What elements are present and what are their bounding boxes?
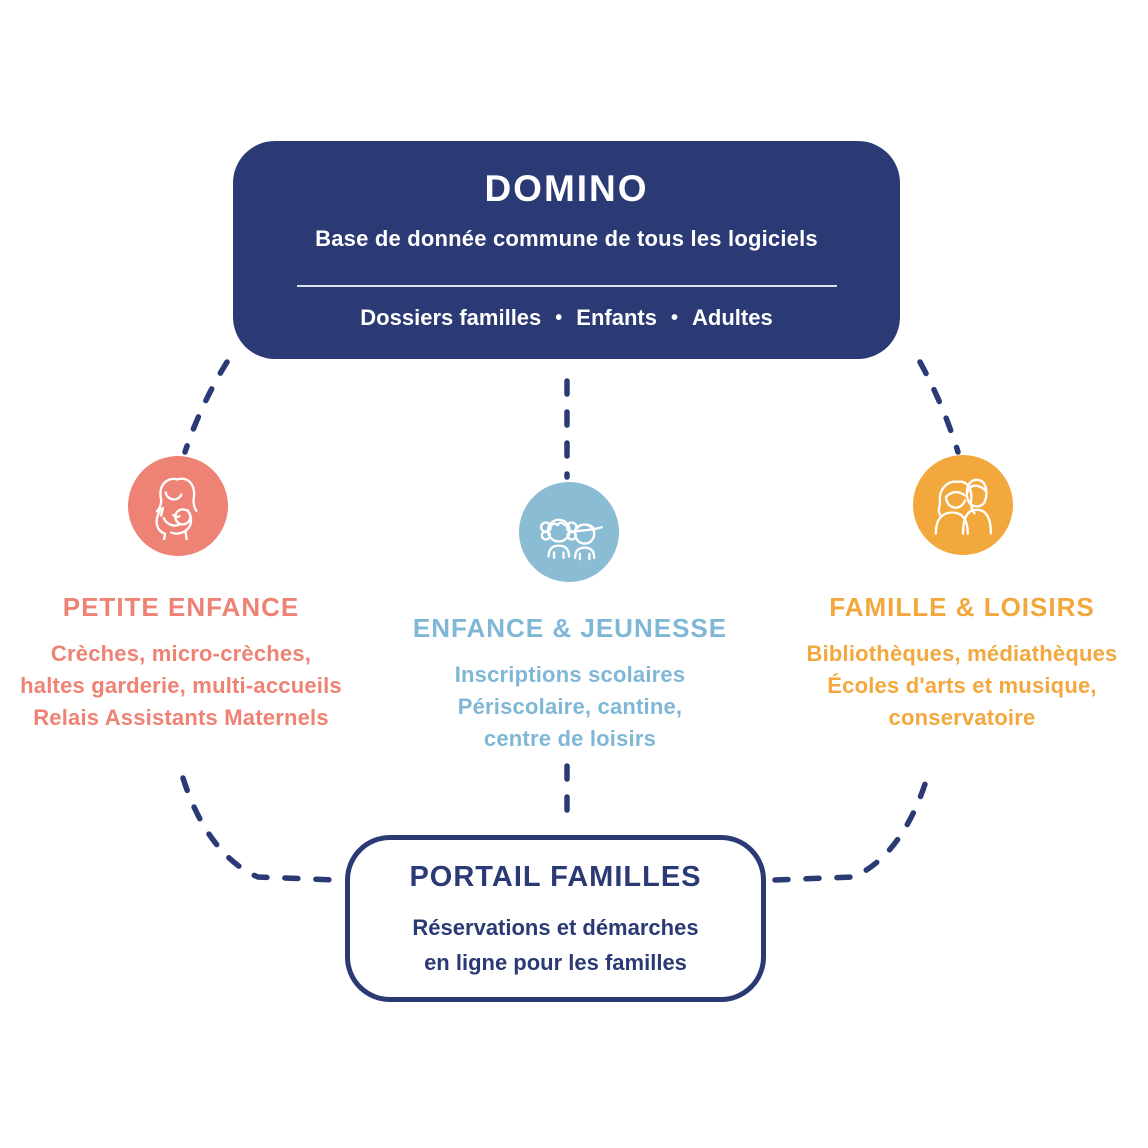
description-line: Périscolaire, cantine, [457,694,683,719]
description-line: en ligne pour les familles [424,950,687,975]
domino-subtitle: Base de donnée commune de tous les logic… [315,226,818,251]
famille-loisirs-description: Bibliothèques, médiathèques Écoles d'art… [792,638,1132,734]
domino-item-enfants: Enfants [576,305,657,330]
domino-items: Dossiers familles • Enfants • Adultes [233,303,900,333]
bullet-separator: • [555,307,563,329]
description-line: Bibliothèques, médiathèques [806,641,1118,666]
description-line: Inscriptions scolaires [454,662,686,687]
connector-domino-to-petite-enfance [182,359,230,455]
enfance-jeunesse-section: ENFANCE & JEUNESSE Inscriptions scolaire… [400,613,740,755]
domino-divider [296,285,837,287]
portail-familles-description: Réservations et démarches en ligne pour … [350,910,761,980]
bullet-separator: • [670,307,678,329]
domino-item-dossiers-familles: Dossiers familles [360,305,542,330]
portail-familles-box: PORTAIL FAMILLES Réservations et démarch… [345,835,766,1002]
enfance-jeunesse-circle [519,482,619,582]
domino-title: DOMINO [484,168,649,209]
connector-domino-to-famille-loisirs [917,359,961,455]
description-line: haltes garderie, multi-accueils [20,673,342,698]
famille-loisirs-title: FAMILLE & LOISIRS [829,592,1095,622]
famille-loisirs-section: FAMILLE & LOISIRS Bibliothèques, médiath… [792,592,1132,734]
petite-enfance-section: PETITE ENFANCE Crèches, micro-crèches, h… [11,592,351,734]
petite-enfance-circle [128,456,228,556]
description-line: Crèches, micro-crèches, [50,641,312,666]
connector-famille-loisirs-to-portail [772,775,930,883]
children-icon [539,518,603,561]
connector-petite-enfance-to-portail [180,775,339,883]
petite-enfance-title: PETITE ENFANCE [62,592,300,622]
domino-box: DOMINO Base de donnée commune de tous le… [233,141,900,359]
description-line: Réservations et démarches [412,915,699,940]
famille-loisirs-circle [913,455,1013,555]
mother-baby-icon [155,477,198,540]
enfance-jeunesse-description: Inscriptions scolaires Périscolaire, can… [400,659,740,755]
description-line: Relais Assistants Maternels [33,705,329,730]
portail-familles-title: PORTAIL FAMILLES [409,861,702,893]
petite-enfance-description: Crèches, micro-crèches, haltes garderie,… [11,638,351,734]
description-line: conservatoire [888,705,1036,730]
adults-couple-icon [934,478,993,535]
domino-item-adultes: Adultes [692,305,773,330]
description-line: Écoles d'arts et musique, [827,673,1097,698]
description-line: centre de loisirs [483,726,657,751]
enfance-jeunesse-title: ENFANCE & JEUNESSE [412,613,728,643]
